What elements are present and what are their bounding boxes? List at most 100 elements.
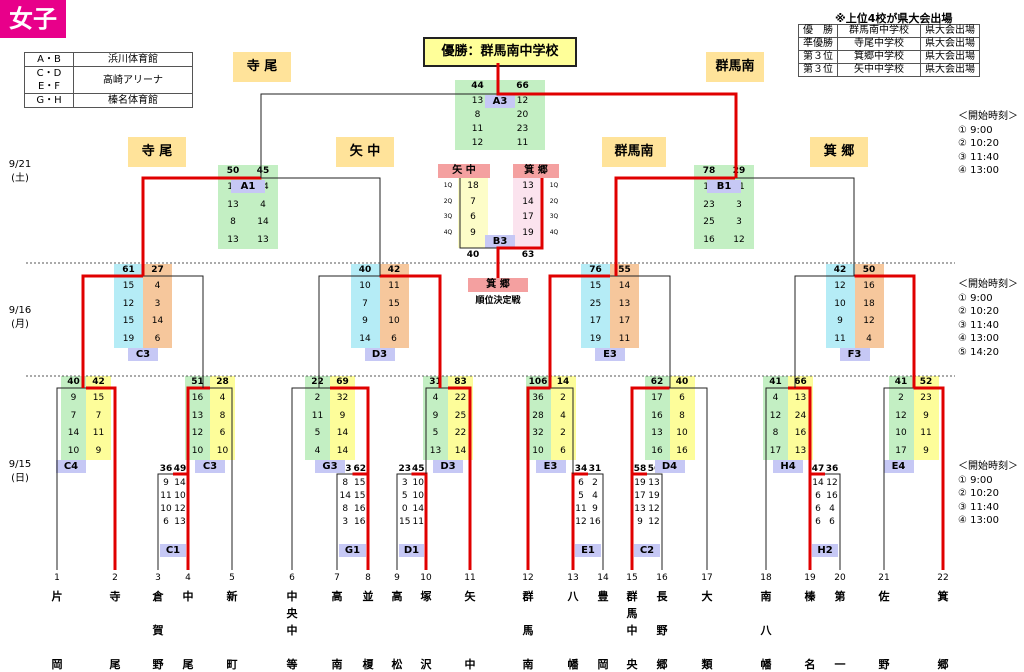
date-label-2: 9/16(月) <box>8 304 32 332</box>
quarter-score: 13 <box>794 445 807 456</box>
bracket-line <box>143 275 204 388</box>
score-column-right <box>352 463 367 529</box>
bracket-line-winner <box>411 472 428 570</box>
match-label: E3 <box>595 348 625 361</box>
quarter-score: 32 <box>532 428 544 438</box>
quarter-score: 0 <box>401 504 408 514</box>
quarter-score: 6 <box>578 478 584 488</box>
team-number: 6 <box>289 573 295 583</box>
quarter-score: 14 <box>412 504 424 514</box>
team-number: 19 <box>804 573 816 583</box>
team-number: 20 <box>834 573 846 583</box>
score-total: 50 <box>862 265 876 275</box>
score-total: 27 <box>151 265 164 275</box>
team-name-char: 群 <box>626 590 638 603</box>
quarter-score: 6 <box>470 212 476 222</box>
match-label: E1 <box>575 544 601 557</box>
score-total: 61 <box>122 265 135 275</box>
bracket-line <box>765 387 788 570</box>
quarter-score: 10 <box>895 428 907 438</box>
score-column-right <box>143 264 172 348</box>
schedule-time: ① 9:00 <box>958 292 993 304</box>
match-label: E4 <box>883 460 914 473</box>
score-total: 106 <box>528 377 548 387</box>
team-name-char: 塚 <box>420 590 432 603</box>
bracket-line-winner <box>352 472 370 570</box>
schedule-time: ① 9:00 <box>958 124 993 136</box>
quarter-score: 12 <box>191 428 204 438</box>
quarter-score: 14 <box>257 217 269 227</box>
quarter-score: 13 <box>429 445 442 456</box>
team-name-char: 尾 <box>109 658 121 671</box>
quarter-score: 10 <box>216 445 229 456</box>
match-label: A1 <box>231 180 265 193</box>
quarter-score: 13 <box>257 234 269 245</box>
quarter-score: 6 <box>163 517 169 527</box>
team-name-char: 中 <box>286 590 298 603</box>
team-name-char: 八 <box>567 590 579 603</box>
quarter-score: 4 <box>592 491 598 501</box>
team-name-char: 類 <box>701 658 713 671</box>
quarter-score: 16 <box>651 445 663 456</box>
quarter-score: 22 <box>454 393 467 403</box>
score-column-right <box>647 463 661 529</box>
quarter-score: 11 <box>516 138 529 148</box>
bracket-line-winner <box>548 274 610 388</box>
quarter-score: 9 <box>837 316 843 326</box>
quarter-score: 11 <box>160 491 172 501</box>
quarter-score: 8 <box>474 110 481 120</box>
quarter-score: 14 <box>336 445 349 456</box>
quarter-score: 12 <box>769 410 782 421</box>
score-total: 76 <box>589 265 602 275</box>
champion-box: 優勝：群馬南中学校 <box>423 37 577 67</box>
quarter-score: 19 <box>122 333 135 344</box>
quarter-score: 3 <box>401 478 408 488</box>
schedule-2: ＜開始時刻＞ ① 9:00 ② 10:20 ③ 11:40 ④ 13:00 ⑤ … <box>958 278 1018 359</box>
score-column-left <box>338 463 353 529</box>
team-name-char: 松 <box>391 658 403 671</box>
venue-name: 榛名体育館 <box>73 93 193 108</box>
bracket-line <box>794 275 855 388</box>
score-column-right <box>500 80 545 150</box>
day-text: (土) <box>11 173 29 184</box>
quarter-score: 13 <box>227 199 239 210</box>
team-name-char: 豊 <box>597 590 609 603</box>
score-total: 55 <box>618 265 631 275</box>
venue-name: 高崎アリーナ <box>73 66 193 94</box>
quarter-tag: 2Q <box>443 197 453 205</box>
quarter-score: 28 <box>532 410 544 421</box>
team-name-char: 中 <box>464 658 476 671</box>
team-name-char: 町 <box>226 658 238 671</box>
score-column-right <box>86 376 111 460</box>
match-label: A3 <box>485 95 515 108</box>
quarter-score: 13 <box>794 393 807 403</box>
quarter-score: 7 <box>362 298 368 309</box>
bracket-line <box>825 473 841 570</box>
score-column-right <box>588 463 602 529</box>
quarter-score: 5 <box>578 491 584 501</box>
quarter-score: 10 <box>412 491 424 501</box>
quarter-score: 3 <box>342 517 349 527</box>
quarter-score: 14 <box>454 445 467 456</box>
bracket-line <box>647 473 663 570</box>
quarter-score: 9 <box>362 316 368 326</box>
quarter-score: 12 <box>863 316 875 326</box>
quarter-score: 2 <box>314 393 321 403</box>
quarter-score: 16 <box>863 281 875 291</box>
score-total: 47 <box>811 464 825 474</box>
team-name-char: 南 <box>331 658 343 671</box>
bracket-line <box>425 387 448 474</box>
schedule-time: ② 10:20 <box>958 306 999 317</box>
score-column-right <box>330 376 355 460</box>
quarter-score: 10 <box>67 445 80 456</box>
score-total: 66 <box>794 377 807 387</box>
score-total: 66 <box>516 81 529 91</box>
bracket-line-winner <box>86 386 117 570</box>
match-label: C3 <box>128 348 158 361</box>
quarter-score: 9 <box>592 504 598 514</box>
score-total: 63 <box>521 250 535 260</box>
bracket-line-winner <box>526 386 551 570</box>
score-total: 22 <box>311 377 324 387</box>
quarter-winner-1: 寺 尾 <box>128 137 186 167</box>
quarter-score: 17 <box>634 491 646 501</box>
